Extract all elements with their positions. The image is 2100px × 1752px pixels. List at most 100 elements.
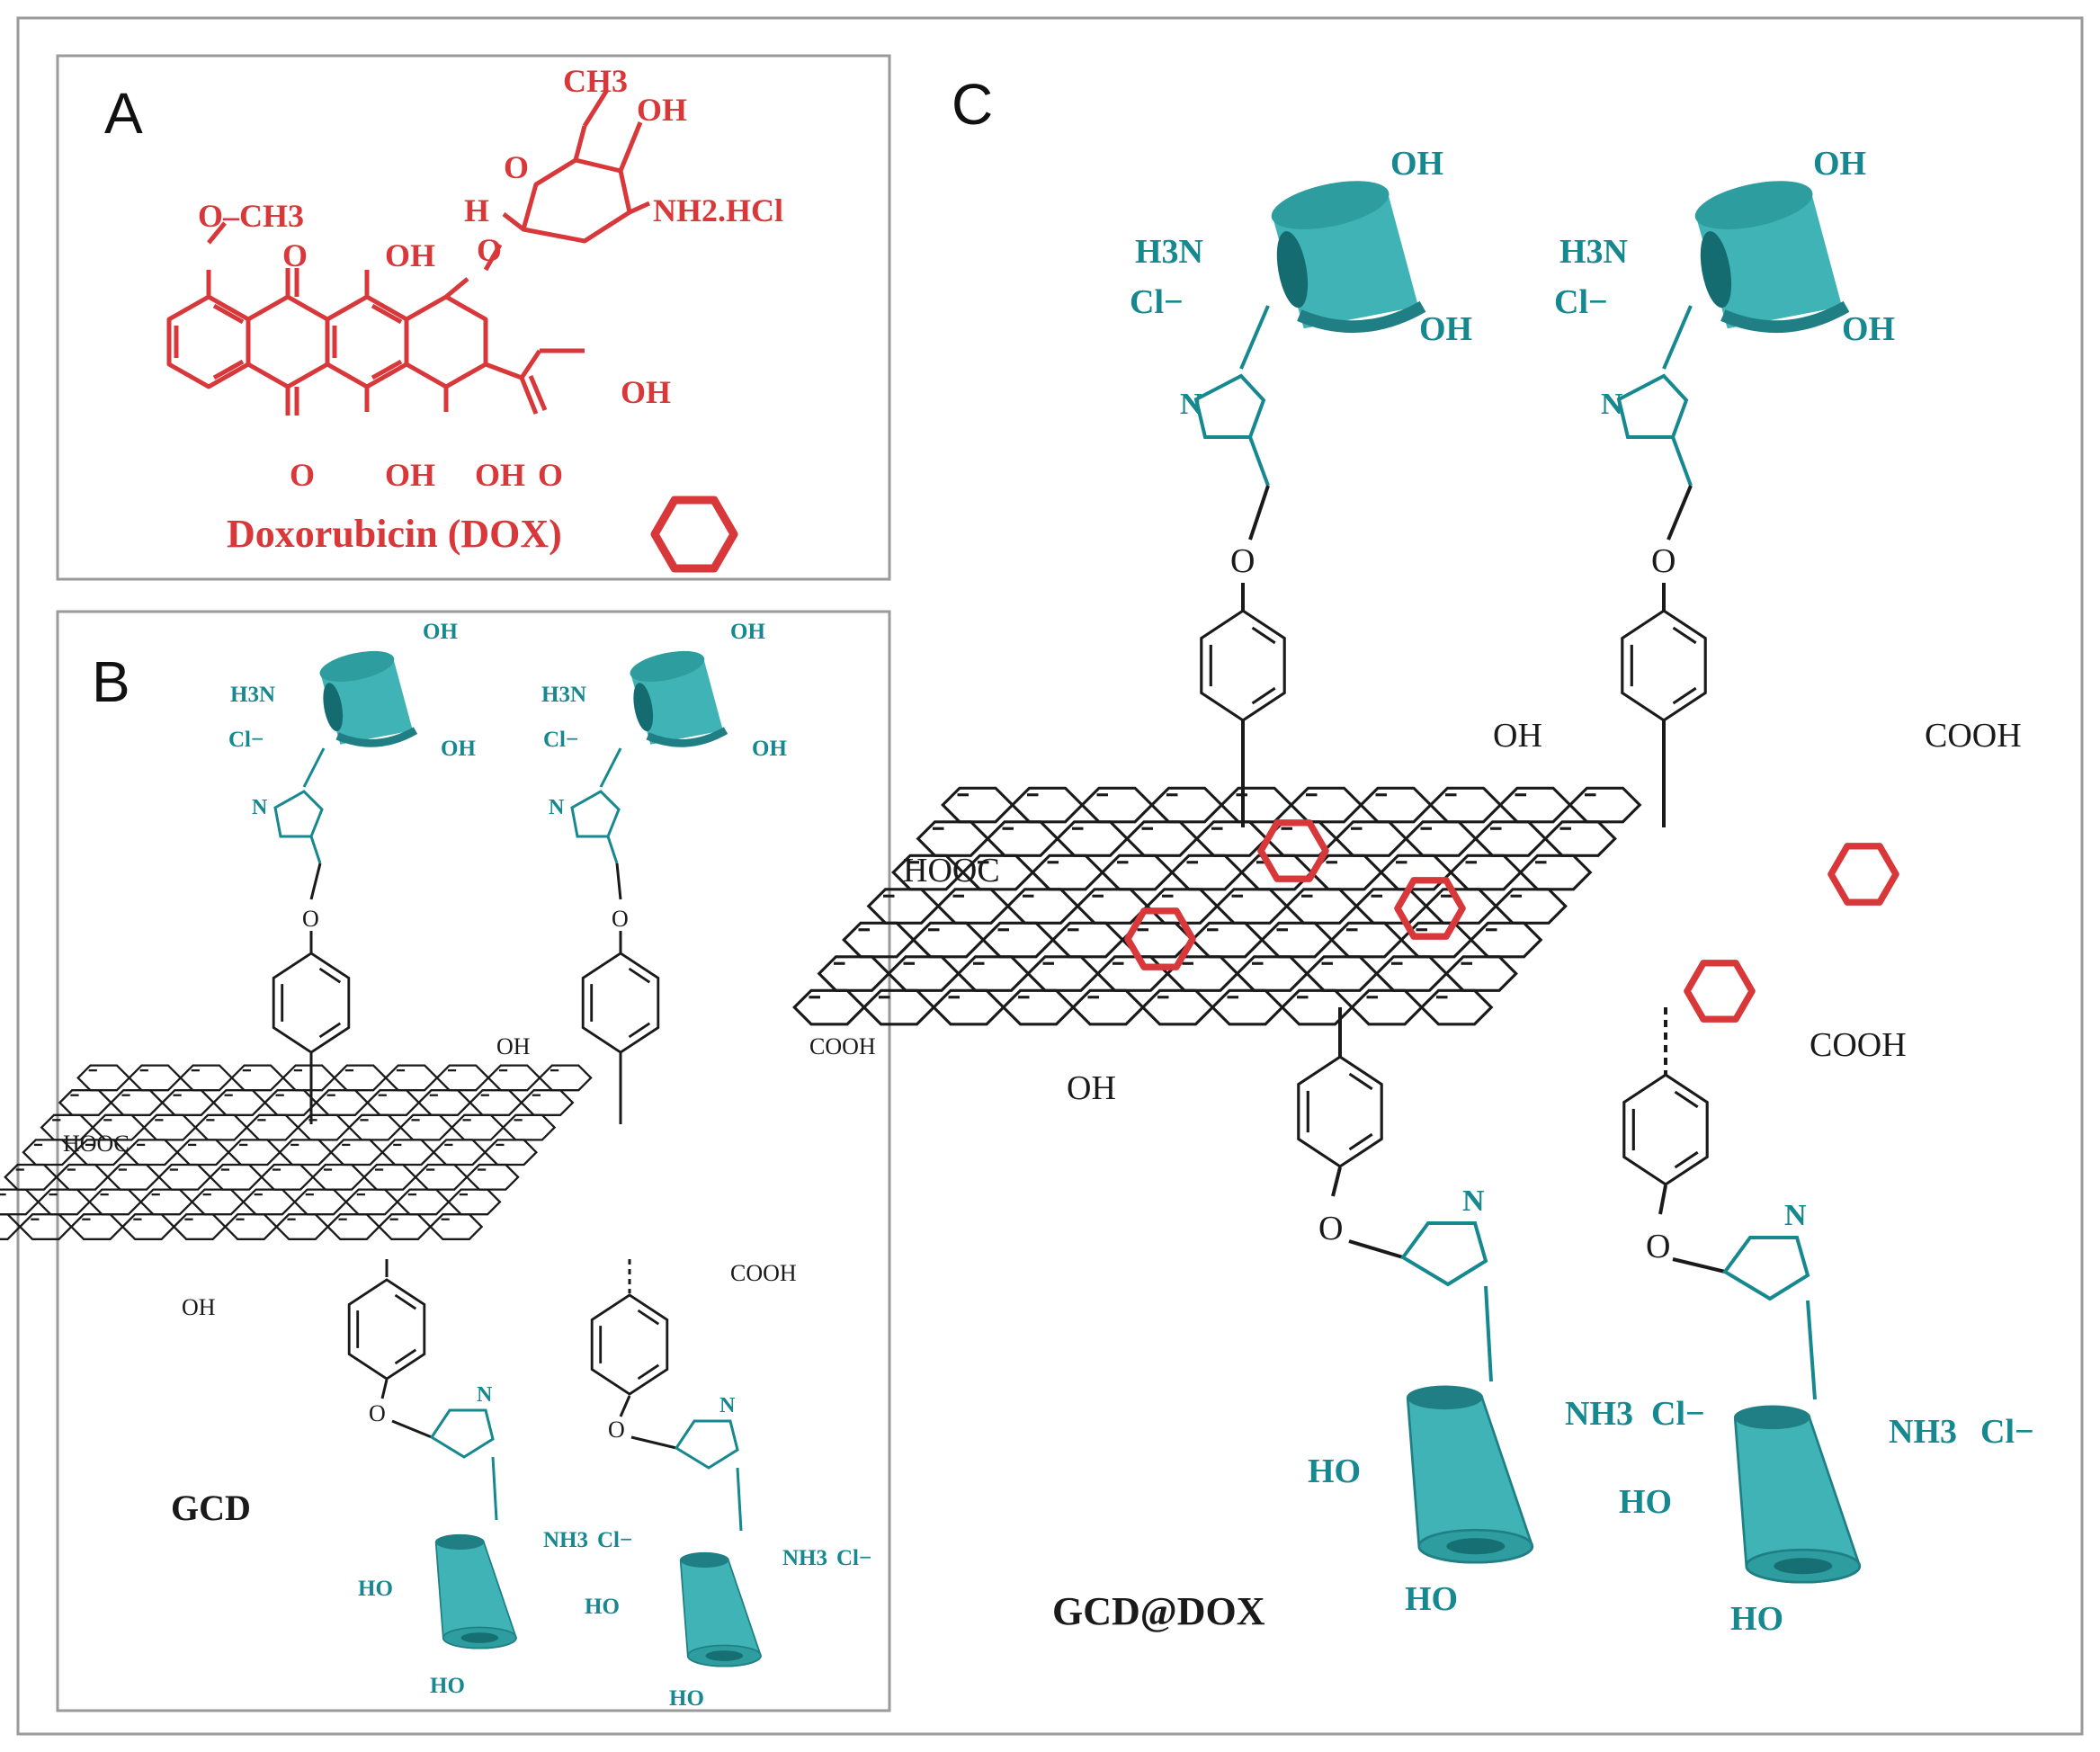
- benzene-ring-icon: [1621, 609, 1707, 722]
- gcd-ho-1: HO: [358, 1577, 393, 1601]
- gcd-dox-ho-2: HO: [1405, 1580, 1458, 1618]
- graphene-hexagon: [1498, 786, 1572, 824]
- graphene-hexagon: [1050, 921, 1125, 959]
- graphene-hexagon: [333, 1064, 388, 1092]
- dox-label-och3: O–CH3: [198, 198, 304, 234]
- graphene-hexagon: [109, 1089, 165, 1116]
- graphene-hexagon: [315, 1089, 370, 1116]
- gcd-dox-ho-4: HO: [1730, 1600, 1783, 1638]
- dox-label-oh-top: OH: [385, 237, 435, 273]
- graphene-hexagon: [157, 1163, 212, 1191]
- gcd-oh-2b: OH: [752, 737, 787, 761]
- panel-b-letter: B: [92, 649, 130, 714]
- graphene-hexagon: [281, 1064, 336, 1092]
- graphene-hexagon: [1194, 820, 1269, 857]
- gcd-dox-o-4: O: [1646, 1228, 1670, 1265]
- graphene-hexagon: [450, 1113, 505, 1141]
- cyclodextrin-icon: [434, 1533, 517, 1649]
- gcd-dox-cl-4: Cl−: [1980, 1413, 2034, 1451]
- panel-a-letter: A: [104, 81, 143, 146]
- gcd-cl-2: Cl−: [543, 728, 578, 752]
- gcd-n-3: N: [477, 1383, 493, 1407]
- dox-label-oh-bottom2: OH: [475, 457, 525, 493]
- triazole-icon: [1193, 305, 1693, 487]
- gcd-cooh-bottom: COOH: [730, 1260, 797, 1286]
- gcd-dox-n-1: N: [1180, 388, 1202, 421]
- graphene-hexagon: [417, 1089, 472, 1116]
- gcd-dox-oh-sheet-bottom: OH: [1067, 1069, 1116, 1107]
- graphene-hexagon: [817, 955, 891, 992]
- hexagon-dox-icon: [1261, 823, 1326, 879]
- gcd-dox-h3n-2: H3N: [1559, 233, 1628, 271]
- gcd-ho-3: HO: [585, 1595, 620, 1619]
- gcd-oh-sheet-top: OH: [496, 1033, 531, 1059]
- hexagon-dox-icon: [655, 500, 734, 568]
- gcd-cl-3: Cl−: [597, 1528, 632, 1552]
- graphene-hexagon: [469, 1089, 523, 1116]
- gcd-dox-o-3: O: [1318, 1210, 1343, 1247]
- graphene-hexagon: [487, 1064, 541, 1092]
- gcd-dox-n-3: N: [1462, 1184, 1485, 1218]
- graphene-hexagon: [538, 1064, 593, 1092]
- gcd-cooh-right: COOH: [809, 1033, 876, 1059]
- graphene-hexagon: [986, 820, 1059, 857]
- triazole-icon: [273, 747, 622, 864]
- graphene-hexagon: [1354, 888, 1428, 925]
- graphene-hexagon: [1071, 988, 1145, 1026]
- dox-label-o-ring: O: [504, 149, 529, 185]
- gcd-dox-oh-1a: OH: [1390, 145, 1443, 183]
- benzene-ring-icon: [272, 952, 351, 1054]
- dox-label-o-glyco: O: [477, 232, 502, 268]
- gcd-dox-ho-1: HO: [1308, 1453, 1361, 1490]
- graphene-hexagon: [260, 1163, 315, 1191]
- gcd-oh-sheet-bottom: OH: [182, 1294, 216, 1320]
- benzene-ring-icon: [1622, 1073, 1709, 1186]
- cyclodextrin-icon: [1733, 1405, 1862, 1584]
- triazole-icon: [1400, 1221, 1817, 1400]
- graphene-hexagon: [981, 921, 1055, 959]
- graphene-hexagon: [329, 1139, 384, 1167]
- graphene-hexagon: [1543, 820, 1617, 857]
- benzene-ring-icon: [1200, 609, 1286, 722]
- graphene-hexagon: [1190, 921, 1264, 959]
- graphene-hexagon: [465, 1163, 520, 1191]
- graphene-hexagon: [227, 1139, 281, 1167]
- graphene-hexagon: [1329, 921, 1404, 959]
- graphene-hexagon: [428, 1213, 484, 1240]
- graphene-hexagon: [911, 921, 986, 959]
- graphene-hexagon: [58, 1089, 113, 1116]
- graphene-hexagon: [191, 1188, 246, 1216]
- dox-label-oh-bottom1: OH: [385, 457, 435, 493]
- dox-label-ch3-top: CH3: [563, 63, 628, 99]
- graphene-hexagon: [1080, 786, 1154, 824]
- gcd-dox-ho-3: HO: [1619, 1483, 1672, 1521]
- graphene-hexagon: [1379, 854, 1453, 891]
- gcd-dox-n-4: N: [1784, 1199, 1807, 1232]
- graphene-hexagon: [76, 1064, 131, 1092]
- graphene-hexagon: [160, 1089, 216, 1116]
- graphene-hexagon: [209, 1163, 264, 1191]
- graphene-hexagon: [347, 1113, 403, 1141]
- graphene-hexagon: [1140, 988, 1215, 1026]
- graphene-hexagon: [1428, 786, 1503, 824]
- gcd-dox-cl-2: Cl−: [1554, 283, 1608, 321]
- gcd-nh3-2: NH3: [782, 1546, 827, 1570]
- gcd-o-1: O: [302, 906, 319, 932]
- dox-label-h-anomeric: H: [464, 192, 489, 228]
- graphene-hexagon: [142, 1113, 197, 1141]
- graphene-hexagon: [862, 988, 936, 1026]
- graphene-hexagon: [1100, 854, 1175, 891]
- graphene-hexagon: [887, 955, 961, 992]
- graphene-hexagon: [366, 1089, 421, 1116]
- doxorubicin-structure: [166, 88, 651, 416]
- graphene-hexagon: [1374, 955, 1449, 992]
- graphene-hexagon: [1211, 988, 1284, 1026]
- graphene-hexagon: [293, 1188, 348, 1216]
- graphene-hexagon: [1055, 820, 1130, 857]
- gcd-caption: GCD: [171, 1488, 251, 1528]
- graphene-hexagon: [1149, 786, 1224, 824]
- gcd-n-4: N: [719, 1394, 736, 1417]
- gcd-n-2: N: [549, 796, 565, 819]
- graphene-hexagon: [223, 1213, 279, 1240]
- graphene-hexagon: [1449, 854, 1523, 891]
